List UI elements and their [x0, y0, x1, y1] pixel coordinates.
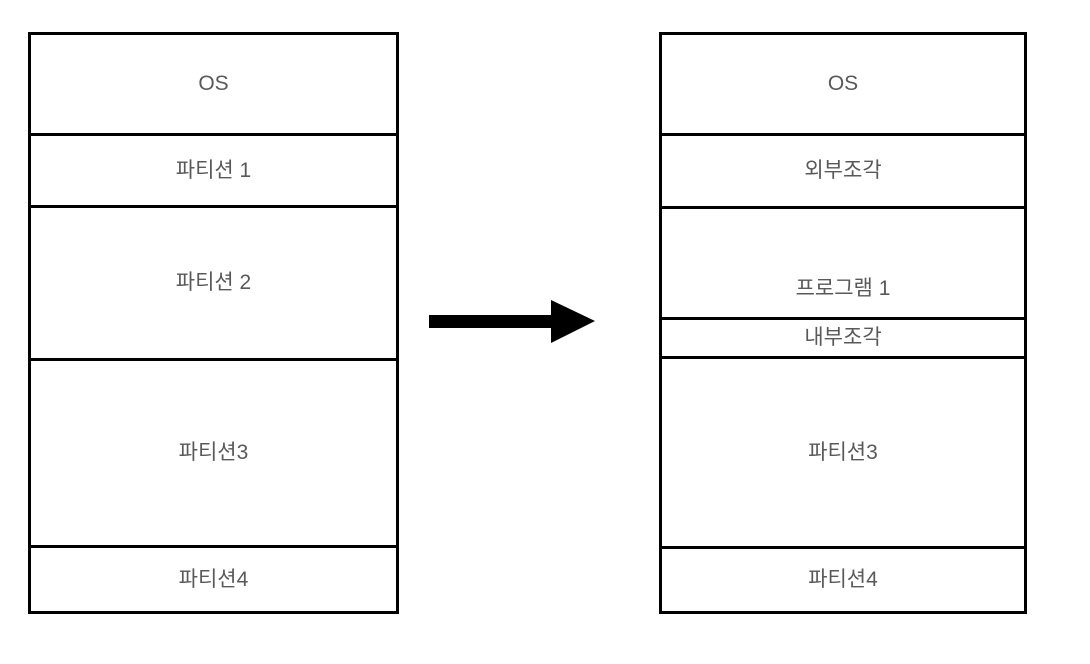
- memory-row-label: 파티션 1: [175, 158, 252, 182]
- memory-row-program1: 프로그램 1: [662, 209, 1024, 320]
- memory-row-label: 파티션3: [178, 441, 249, 465]
- memory-row-external-fragment: 외부조각: [662, 136, 1024, 209]
- memory-row-label: OS: [198, 72, 229, 96]
- memory-row-label: 파티션4: [808, 568, 878, 592]
- memory-row-os: OS: [662, 35, 1024, 136]
- arrow-shaft: [429, 315, 555, 328]
- memory-row-label: OS: [827, 72, 859, 96]
- memory-row-label: 파티션 2: [175, 271, 252, 295]
- memory-row-partition1: 파티션 1: [31, 136, 396, 208]
- memory-row-os: OS: [31, 35, 396, 136]
- memory-row-partition2: 파티션 2: [31, 208, 396, 361]
- memory-row-label: 외부조각: [804, 159, 882, 183]
- memory-row-partition4: 파티션4: [662, 549, 1024, 611]
- memory-box-before: OS 파티션 1 파티션 2 파티션3 파티션4: [28, 32, 399, 614]
- memory-row-partition3: 파티션3: [662, 359, 1024, 549]
- memory-row-label: 파티션4: [178, 567, 249, 591]
- memory-row-label: 파티션3: [808, 440, 878, 464]
- memory-row-partition3: 파티션3: [31, 361, 396, 548]
- memory-row-label: 프로그램 1: [795, 276, 891, 300]
- arrow-head: [551, 300, 595, 343]
- memory-row-internal-fragment: 내부조각: [662, 320, 1024, 359]
- memory-box-after: OS 외부조각 프로그램 1 내부조각 파티션3 파티션4: [659, 32, 1027, 614]
- memory-row-partition4: 파티션4: [31, 548, 396, 611]
- memory-row-label: 내부조각: [804, 326, 882, 350]
- right-arrow-icon: [429, 300, 595, 343]
